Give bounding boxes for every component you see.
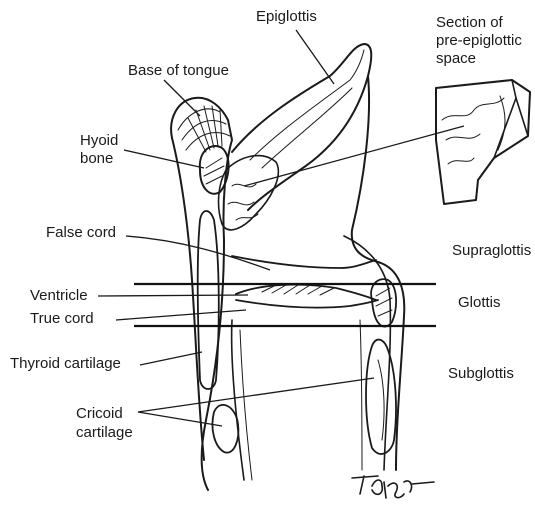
base-of-tongue-label: Base of tongue [128, 62, 229, 80]
hyoid-label-line1: Hyoid [80, 132, 118, 150]
ventricle-label: Ventricle [30, 287, 88, 305]
false-cord-label: False cord [46, 224, 116, 242]
hyoid-leader [124, 150, 204, 168]
cricoid-label-line1: Cricoid [76, 405, 123, 423]
epiglottis-label: Epiglottis [256, 8, 317, 26]
section-label-line1: Section of [436, 14, 503, 32]
section-label-line2: pre-epiglottic [436, 32, 522, 50]
cricoid-leader-1 [138, 412, 222, 426]
true-cord-fold [236, 300, 378, 308]
pre-epiglottic-section-block [436, 80, 530, 204]
ventricle-leader [98, 295, 248, 296]
tongue-base-striations [178, 106, 230, 152]
anterior-outer-contour [172, 138, 204, 460]
hyoid-bone [200, 146, 229, 194]
leader-lines [98, 30, 464, 426]
true-cord-label: True cord [30, 310, 94, 328]
artist-signature [352, 476, 434, 498]
true-cord-leader [116, 310, 246, 320]
glottis-label: Glottis [458, 294, 501, 312]
thyroid-cartilage-leader [140, 352, 202, 365]
cricoid-label-line2: cartilage [76, 424, 133, 442]
ventricle-recess [236, 285, 376, 300]
arytenoid-cartilage [371, 279, 396, 326]
subglottic-lumen [232, 320, 244, 480]
subglottis-label: Subglottis [448, 365, 514, 383]
supraglottis-label: Supraglottis [452, 242, 531, 260]
cricoid-lamina [366, 340, 396, 454]
hyoid-label-line2: bone [80, 150, 113, 168]
cricoid-cartilage-shape [212, 405, 238, 453]
epiglottis-shape [232, 44, 371, 210]
thyroid-cartilage-label: Thyroid cartilage [10, 355, 121, 373]
section-label-line3: space [436, 50, 476, 68]
epiglottis-leader [296, 30, 334, 84]
false-cord-fold [232, 256, 376, 268]
cricoid-leader-2 [138, 378, 374, 412]
posterior-inner-contour [344, 236, 390, 470]
